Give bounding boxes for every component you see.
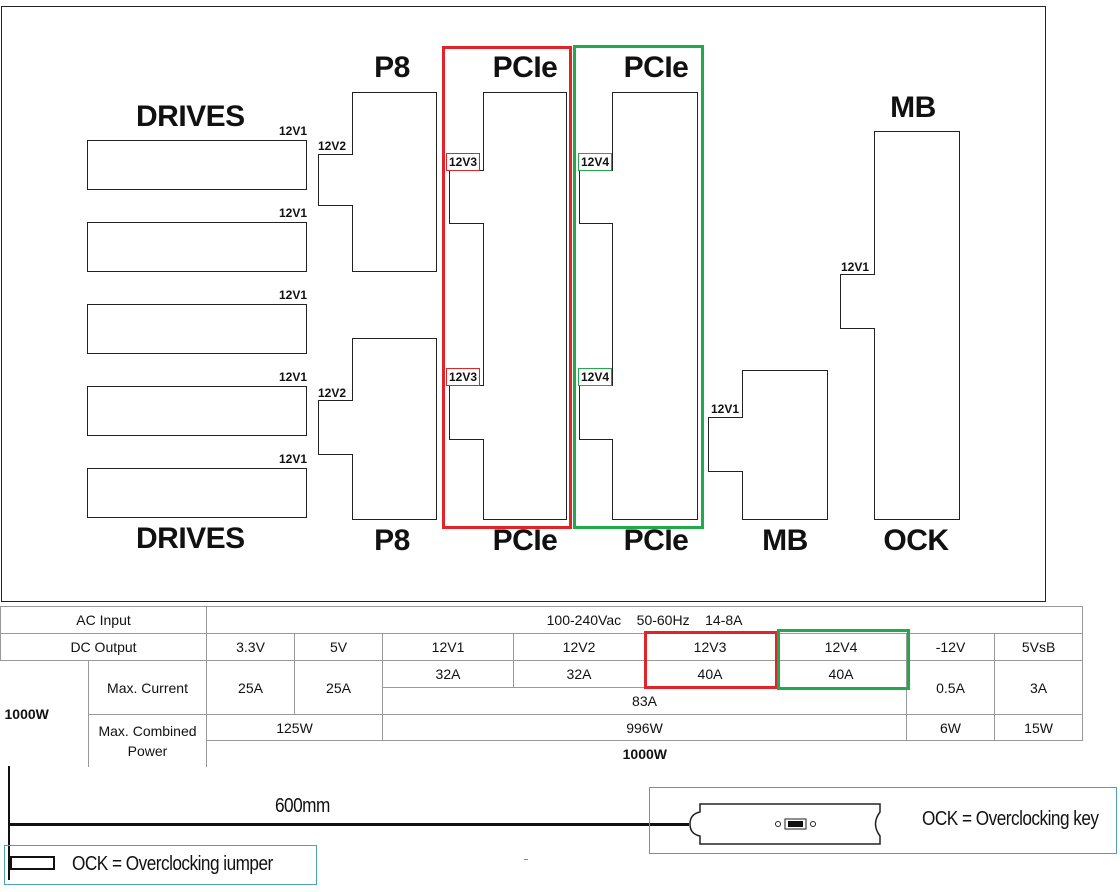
rail-label: 12V1 <box>841 260 870 274</box>
max-current-label: Max. Current <box>87 660 208 715</box>
rail-label: 12V1 <box>711 402 740 416</box>
rail-label-highlighted: 12V4 <box>578 368 613 386</box>
p8-connector-tab <box>318 400 353 455</box>
rail-header: 5VsB <box>994 633 1084 661</box>
rail-header: 3.3V <box>206 633 296 661</box>
rail-label: 12V1 <box>279 206 308 220</box>
power-cell: 15W <box>994 714 1084 741</box>
rail-header: 12V1 <box>382 633 515 661</box>
current-cell: 0.5A <box>906 660 996 715</box>
mb-connector-tab <box>708 417 743 472</box>
pcie-connector-tab <box>579 170 613 224</box>
rail-header: 12V3 <box>644 633 777 661</box>
spec-table: AC Input 100-240Vac 50-60Hz 14-8A DC Out… <box>0 606 1084 767</box>
pcie-connector-tab <box>449 170 484 224</box>
rail-label: 12V1 <box>279 370 308 384</box>
dc-output-label: DC Output <box>0 633 208 661</box>
p8-connector <box>352 92 437 272</box>
section-label-mb-bottom: MB <box>762 524 808 557</box>
current-cell: 25A <box>206 660 296 715</box>
drive-connector <box>87 386 307 436</box>
section-label-ock: OCK <box>883 524 949 557</box>
section-label-pcie-a-top: PCIe <box>492 51 558 84</box>
pcie-connector <box>483 92 567 520</box>
rail-header: -12V <box>906 633 996 661</box>
pcie-connector-tab <box>579 385 613 440</box>
rail-header: 5V <box>294 633 384 661</box>
rail-label: 12V2 <box>318 386 347 400</box>
current-cell: 32A <box>382 660 515 688</box>
ock-jumper-callout <box>4 845 317 885</box>
model-label: 1000W <box>0 660 89 767</box>
highlight-12v4-connectors <box>573 45 704 529</box>
ock-cable <box>9 823 689 826</box>
max-power-label: Max. Combined Power <box>87 714 208 767</box>
section-label-mb-top: MB <box>890 91 936 124</box>
power-cell: 996W <box>382 714 908 741</box>
rail-label: 12V1 <box>279 452 308 466</box>
section-label-pcie-b-bottom: PCIe <box>623 524 689 557</box>
power-total: 1000W <box>206 740 1083 767</box>
pcie-connector-tab <box>449 385 484 440</box>
rail-label-highlighted: 12V4 <box>578 153 613 171</box>
diagram-frame <box>1 6 1046 602</box>
drive-connector <box>87 468 307 518</box>
rail-label-highlighted: 12V3 <box>446 153 481 171</box>
p8-connector <box>352 338 437 520</box>
ac-input-label: AC Input <box>0 606 208 634</box>
rail-label: 12V2 <box>318 139 347 153</box>
cable-length-label: 600mm <box>275 795 330 817</box>
power-cell: 6W <box>906 714 996 741</box>
overclocking-jumper-icon <box>10 856 55 870</box>
current-combined-12v: 83A <box>382 687 908 715</box>
section-label-p8-top: P8 <box>374 51 410 84</box>
highlight-12v3-connectors <box>442 46 572 529</box>
highlight-12v3-rail <box>644 631 778 689</box>
rail-label-highlighted: 12V3 <box>446 368 481 386</box>
drive-connector <box>87 222 307 272</box>
rail-header: 12V2 <box>513 633 646 661</box>
current-cell: 32A <box>513 660 646 688</box>
ock-jumper-label: OCK = Overclocking iumper <box>72 853 273 875</box>
drive-connector <box>87 304 307 354</box>
rail-label: 12V1 <box>279 288 308 302</box>
drive-connector <box>87 140 307 190</box>
mb-connector-tab <box>840 274 875 329</box>
section-label-drives-bottom: DRIVES <box>136 522 245 555</box>
ock-key-label: OCK = Overclocking key <box>922 808 1099 830</box>
current-cell: 25A <box>294 660 384 715</box>
ac-input-value: 100-240Vac 50-60Hz 14-8A <box>206 606 1084 634</box>
ock-key-callout <box>649 787 1117 854</box>
rail-label: 12V1 <box>279 124 308 138</box>
power-cell: 125W <box>206 714 384 741</box>
mb-connector-large <box>874 131 960 520</box>
section-label-pcie-b-top: PCIe <box>623 51 689 84</box>
mb-connector-small <box>742 370 828 520</box>
highlight-12v4-rail <box>777 629 910 690</box>
section-label-drives-top: DRIVES <box>136 100 245 133</box>
section-label-p8-bottom: P8 <box>374 524 410 557</box>
overclocking-key-icon <box>689 803 881 845</box>
p8-connector-tab <box>318 154 353 206</box>
current-cell: 3A <box>994 660 1084 715</box>
pcie-connector <box>612 92 698 520</box>
stray-mark <box>524 859 528 860</box>
section-label-pcie-a-bottom: PCIe <box>492 524 558 557</box>
